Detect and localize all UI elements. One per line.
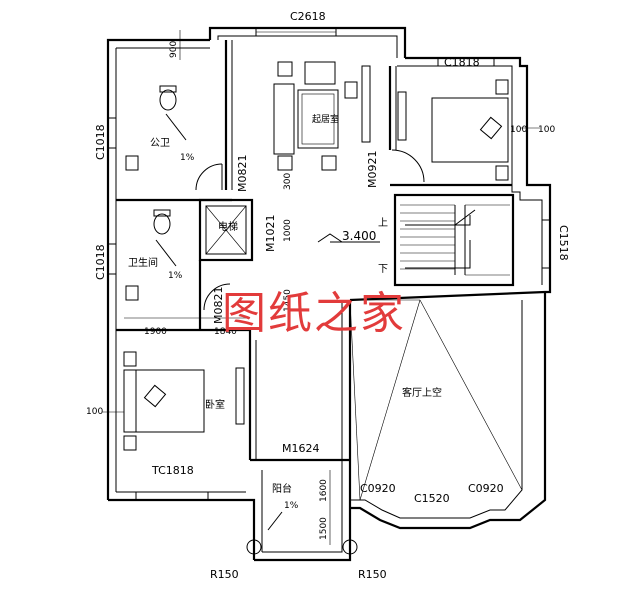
elevation-marker bbox=[317, 233, 380, 243]
stair-up-label: 上 bbox=[378, 217, 388, 229]
dim-1500: 1500 bbox=[319, 517, 329, 540]
stair-down-label: 下 bbox=[378, 264, 388, 275]
window-c2618: C2618 bbox=[290, 10, 326, 23]
outer-walls bbox=[106, 26, 552, 562]
window-c0920-left: C0920 bbox=[360, 482, 396, 495]
dim-300: 300 bbox=[283, 173, 293, 190]
door-m0821-upper: M0821 bbox=[236, 155, 249, 193]
sofa-set bbox=[273, 61, 358, 171]
toilet-2 bbox=[153, 209, 171, 235]
window-c1520: C1520 bbox=[414, 492, 450, 505]
room-public-bath: 公卫 bbox=[150, 138, 170, 149]
wardrobe-sw bbox=[235, 367, 245, 425]
dim-1840: 1840 bbox=[214, 327, 237, 337]
room-living-void: 客厅上空 bbox=[402, 386, 442, 399]
bed-sw bbox=[123, 351, 205, 451]
door-swings bbox=[195, 149, 425, 311]
column-right bbox=[342, 539, 358, 555]
room-elevator: 电梯 bbox=[218, 220, 238, 233]
dimension-lines bbox=[102, 30, 540, 545]
window-marks bbox=[107, 27, 551, 501]
tv-cabinet bbox=[361, 65, 371, 143]
window-tc1818: TC1818 bbox=[151, 464, 194, 477]
room-bedroom-sw: 卧室 bbox=[205, 398, 225, 411]
column-left bbox=[246, 539, 262, 555]
stairs bbox=[400, 204, 510, 276]
room-bathroom: 卫生间 bbox=[128, 256, 158, 269]
watermark-text: 图纸之家 bbox=[222, 288, 406, 339]
window-c1018-upper: C1018 bbox=[94, 124, 107, 160]
slope-balcony: 1% bbox=[284, 501, 299, 511]
door-m0821-lower: M0821 bbox=[212, 287, 225, 325]
dim-900: 900 bbox=[169, 41, 179, 58]
dim-100-right-a: 100 bbox=[510, 125, 527, 135]
room-balcony: 阳台 bbox=[272, 482, 292, 495]
sink-1 bbox=[125, 155, 139, 171]
slope-bath2: 1% bbox=[168, 271, 183, 281]
window-c1518: C1518 bbox=[557, 225, 570, 261]
door-m0921: M0921 bbox=[366, 151, 379, 189]
bed-ne bbox=[431, 79, 509, 181]
radius-left: R150 bbox=[210, 568, 239, 581]
dim-100-right-b: 100 bbox=[538, 125, 555, 135]
dim-1000: 1000 bbox=[283, 219, 293, 242]
elevation-label: 3.400 bbox=[342, 229, 376, 243]
slope-bath1: 1% bbox=[180, 153, 195, 163]
room-sitting: 起居室 bbox=[312, 113, 339, 125]
dim-1450: 1450 bbox=[283, 289, 293, 312]
dim-1900: 1900 bbox=[144, 327, 167, 337]
interior-walls bbox=[116, 40, 515, 462]
door-m1624: M1624 bbox=[282, 442, 320, 455]
sink-2 bbox=[125, 285, 139, 301]
window-c1818: C1818 bbox=[444, 56, 480, 69]
toilet-1 bbox=[159, 85, 177, 111]
dim-100-left: 100 bbox=[86, 407, 103, 417]
radius-right: R150 bbox=[358, 568, 387, 581]
window-c1018-lower: C1018 bbox=[94, 244, 107, 280]
slope-arrows bbox=[155, 113, 283, 531]
wardrobe-ne bbox=[397, 91, 407, 141]
void-cross bbox=[349, 299, 523, 501]
dim-1600: 1600 bbox=[319, 479, 329, 502]
door-m1021: M1021 bbox=[264, 215, 277, 253]
window-c0920-right: C0920 bbox=[468, 482, 504, 495]
